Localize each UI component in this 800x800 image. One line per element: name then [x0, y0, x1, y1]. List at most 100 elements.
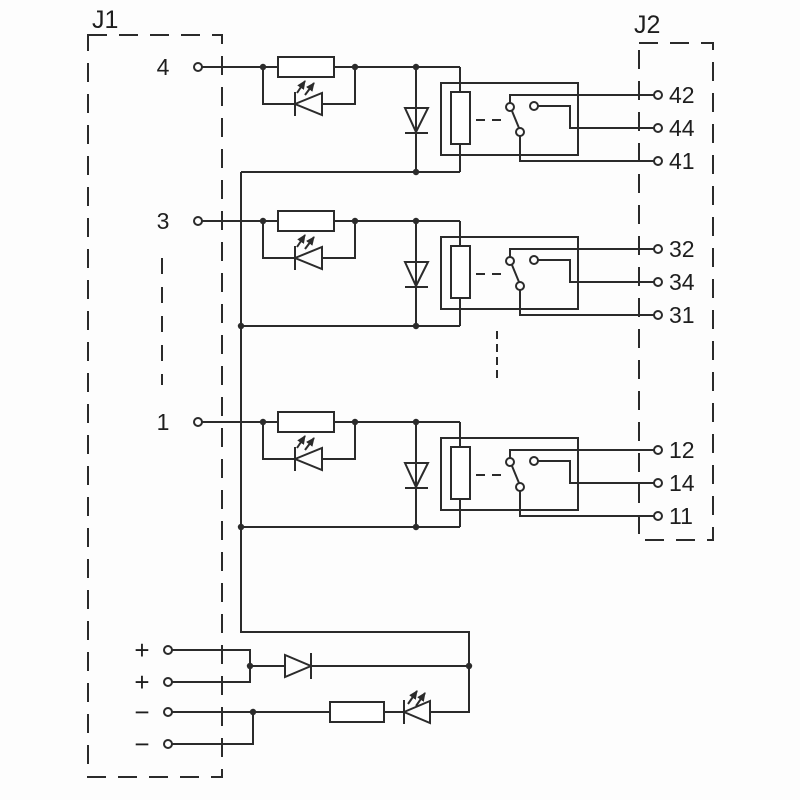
- j2-terminal-label-no: 44: [669, 115, 695, 141]
- junction-dot: [412, 418, 420, 426]
- relay-coil: [450, 245, 471, 299]
- led-branch-wire: [322, 67, 356, 105]
- led-arrow-icon: [304, 437, 315, 451]
- relay-outline: [440, 236, 579, 310]
- j2-terminal-label-nc: 42: [669, 82, 695, 108]
- j1-label: J1: [92, 6, 118, 34]
- minus-label: −: [134, 729, 149, 759]
- led-triangle: [292, 245, 323, 271]
- led-arrow-icon: [415, 692, 426, 707]
- contact-lever: [511, 110, 520, 129]
- j2-terminal-label-com: 11: [669, 503, 693, 529]
- junction-dot: [412, 63, 420, 71]
- common-return-bus: [240, 172, 470, 713]
- led-branch-wire: [262, 422, 295, 460]
- contact-lever: [511, 465, 520, 484]
- led-arrow-icon: [296, 80, 306, 94]
- resistor: [277, 411, 335, 433]
- junction-dot: [259, 63, 267, 71]
- minus-label: −: [134, 697, 149, 727]
- junction-dot: [412, 523, 420, 531]
- led-branch-wire: [322, 422, 356, 460]
- led-branch-wire: [262, 67, 295, 105]
- junction-dot: [412, 168, 420, 176]
- minus-wire: [172, 712, 254, 745]
- j1-pin-label: 1: [157, 409, 170, 435]
- no-contact-wire: [538, 105, 654, 129]
- com-contact-wire: [519, 136, 654, 162]
- com-contact-point: [515, 127, 525, 137]
- j2-label: J2: [634, 11, 660, 39]
- j2-terminal-com: [653, 310, 663, 320]
- led-triangle: [292, 446, 323, 472]
- nc-contact-wire: [509, 94, 654, 103]
- no-contact-wire: [538, 460, 654, 484]
- plus-wire: [172, 649, 251, 666]
- j1-pin-terminal: [193, 62, 203, 72]
- junction-dot: [412, 322, 420, 330]
- j2-terminal-nc: [653, 244, 663, 254]
- plus-wire: [172, 666, 251, 683]
- j1-minus-terminal: [163, 739, 173, 749]
- led-arrow-icon: [407, 690, 418, 705]
- nc-contact-point: [505, 256, 515, 266]
- junction-dot: [259, 217, 267, 225]
- nc-contact-point: [505, 102, 515, 112]
- led-branch-wire: [322, 221, 356, 259]
- junction-dot: [351, 217, 359, 225]
- j2-terminal-label-nc: 12: [669, 437, 695, 463]
- junction-dot: [237, 322, 245, 330]
- resistor: [277, 56, 335, 78]
- junction-dot: [246, 662, 254, 670]
- led-triangle: [292, 91, 323, 117]
- j1-plus-terminal: [163, 677, 173, 687]
- j2-terminal-com: [653, 511, 663, 521]
- com-contact-point: [515, 281, 525, 291]
- diode-triangle: [403, 462, 430, 490]
- polarity-diode-triangle: [284, 653, 314, 679]
- j2-connector-box: [638, 42, 714, 541]
- resistor: [277, 210, 335, 232]
- diode-triangle: [403, 107, 430, 135]
- led-arrow-icon: [296, 234, 306, 248]
- j1-pin-terminal: [193, 216, 203, 226]
- j1-pin-label: 3: [157, 208, 170, 234]
- junction-dot: [351, 63, 359, 71]
- relay-outline: [440, 437, 579, 511]
- j2-terminal-label-no: 14: [669, 470, 695, 496]
- j1-plus-terminal: [163, 645, 173, 655]
- j2-terminal-no: [653, 478, 663, 488]
- j2-terminal-label-com: 41: [669, 148, 695, 174]
- plus-label: +: [134, 635, 149, 665]
- j2-terminal-nc: [653, 90, 663, 100]
- j1-pin-terminal: [193, 417, 203, 427]
- j1-pin-label: 4: [157, 54, 170, 80]
- relay-channel-1: 4 42 44 41: [157, 54, 695, 176]
- relay-channel-3: 1 12 14 11: [157, 409, 695, 531]
- no-contact-point: [529, 456, 539, 466]
- led-arrow-icon: [304, 82, 315, 96]
- com-contact-wire: [519, 491, 654, 517]
- j2-terminal-no: [653, 123, 663, 133]
- j1-minus-terminal: [163, 707, 173, 717]
- led-arrow-icon: [296, 435, 306, 449]
- power-supply-section: + + − −: [134, 635, 473, 759]
- j2-terminal-label-no: 34: [669, 269, 695, 295]
- resistor: [329, 701, 385, 723]
- led-branch-wire: [262, 221, 295, 259]
- junction-dot: [237, 523, 245, 531]
- relay-outline: [440, 82, 579, 156]
- plus-label: +: [134, 667, 149, 697]
- led-triangle: [401, 699, 431, 725]
- nc-contact-wire: [509, 248, 654, 257]
- nc-contact-wire: [509, 449, 654, 458]
- junction-dot: [351, 418, 359, 426]
- nc-contact-point: [505, 457, 515, 467]
- j2-terminal-no: [653, 277, 663, 287]
- no-contact-point: [529, 255, 539, 265]
- com-contact-wire: [519, 290, 654, 316]
- diode-triangle: [403, 261, 430, 289]
- j2-terminal-label-com: 31: [669, 302, 695, 328]
- led-arrow-icon: [304, 236, 315, 250]
